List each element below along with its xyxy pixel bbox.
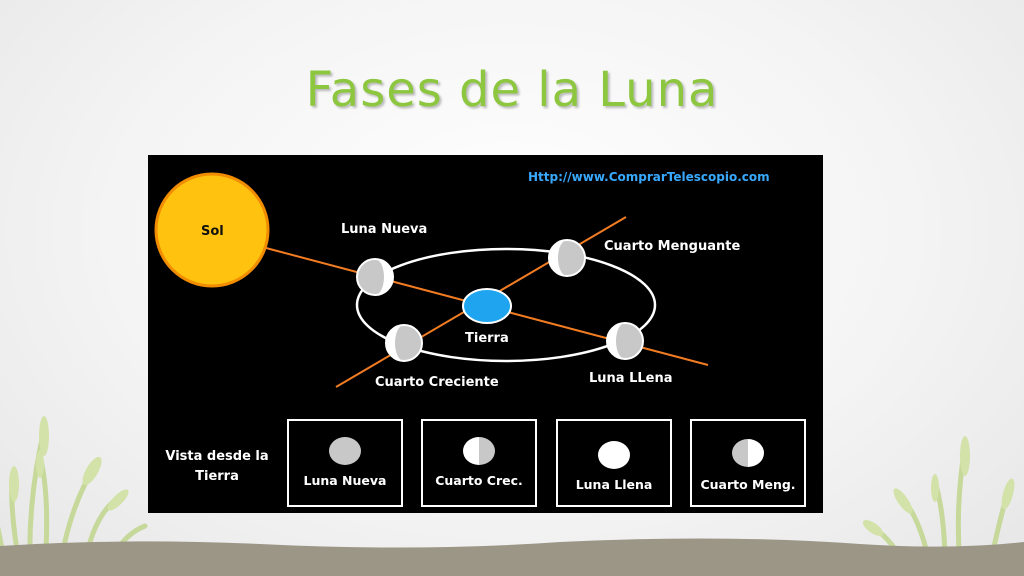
label-cuarto-menguante: Cuarto Menguante xyxy=(604,239,741,254)
moon-menguante-icon xyxy=(548,239,586,277)
slide-title: Fases de la Luna xyxy=(305,62,719,118)
moon-creciente-icon xyxy=(385,324,423,362)
label-luna-nueva: Luna Nueva xyxy=(341,222,428,237)
ground-decoration xyxy=(0,416,1024,576)
source-url: Http://www.ComprarTelescopio.com xyxy=(528,170,770,184)
view-from-earth-label: Vista desde la Tierra xyxy=(165,449,269,484)
view-label-first-quarter: Cuarto Crec. xyxy=(435,473,523,488)
moon-orbit-ellipse xyxy=(355,247,657,363)
sun-icon xyxy=(154,172,270,288)
label-luna-llena: Luna LLena xyxy=(589,371,673,386)
moon-phases-diagram: Http://www.ComprarTelescopio.com Sol Tie… xyxy=(148,155,823,513)
earth-label: Tierra xyxy=(465,331,509,346)
grass-left-heads-icon xyxy=(9,416,129,511)
view-label-last-quarter: Cuarto Meng. xyxy=(700,477,796,492)
view-box-new: Luna Nueva xyxy=(287,419,403,507)
full-moon-phase-icon xyxy=(598,441,630,469)
new-moon-phase-icon xyxy=(329,437,361,465)
sun-label: Sol xyxy=(201,224,224,239)
view-label-new: Luna Nueva xyxy=(303,473,387,488)
ground-strip xyxy=(0,538,1024,576)
view-box-first-quarter: Cuarto Crec. xyxy=(421,419,537,507)
orbit-graphic xyxy=(154,172,709,388)
label-cuarto-creciente: Cuarto Creciente xyxy=(375,375,499,390)
moon-nueva-icon xyxy=(356,258,394,296)
earth-icon xyxy=(462,288,512,324)
view-box-full: Luna Llena xyxy=(556,419,672,507)
first-quarter-phase-icon xyxy=(463,437,495,465)
moon-llena-icon xyxy=(606,322,644,360)
view-box-last-quarter: Cuarto Meng. xyxy=(690,419,806,507)
grass-right-heads-icon xyxy=(862,436,1015,537)
view-label-full: Luna Llena xyxy=(575,477,653,492)
last-quarter-phase-icon xyxy=(732,439,764,467)
